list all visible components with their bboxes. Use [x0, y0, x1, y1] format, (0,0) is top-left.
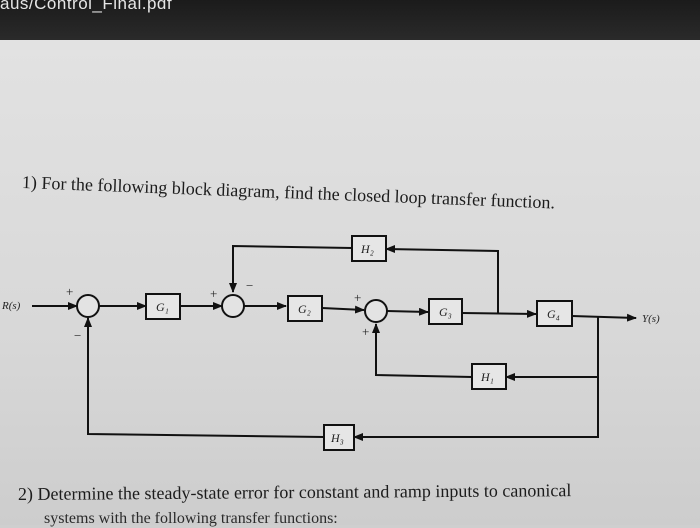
h3-feedback-out — [353, 377, 599, 441]
pdf-title-bar: aus/Control_Final.pdf — [0, 0, 700, 40]
g4-label: G₄ — [547, 307, 560, 321]
g2-to-s3-line — [321, 305, 365, 314]
input-label: R(s) — [1, 300, 21, 312]
question-2-continuation: systems with the following transfer func… — [44, 510, 338, 527]
block-g4 — [536, 300, 573, 327]
g2-label: G₂ — [298, 302, 311, 316]
s3-bottom-sign: + — [362, 324, 369, 339]
h2-feedback-out — [385, 248, 499, 314]
g3-label: G₃ — [439, 305, 452, 319]
block-h2 — [351, 235, 387, 262]
s3-to-g3-line — [386, 307, 429, 316]
block-h1 — [471, 363, 507, 390]
s2-right-sign: − — [246, 278, 253, 293]
block-g2 — [287, 295, 323, 322]
h1-label: H₁ — [480, 370, 494, 384]
summing-junction-2 — [221, 294, 245, 318]
h3-feedback-in — [84, 317, 325, 438]
summing-junction-1 — [76, 294, 100, 318]
h2-label: H₂ — [360, 242, 374, 256]
g1-label: G₁ — [156, 300, 169, 314]
s1-bottom-sign: − — [74, 328, 81, 343]
block-g1 — [145, 293, 181, 320]
file-title: aus/Control_Final.pdf — [0, 0, 173, 13]
question-2: 2) Determine the steady-state error for … — [17, 480, 572, 504]
s3-top-sign: + — [354, 290, 361, 305]
block-h3 — [323, 424, 355, 451]
h2-feedback-in — [229, 244, 353, 293]
output-line — [571, 313, 637, 322]
h3-label: H₃ — [330, 431, 344, 445]
s2-top-sign: + — [210, 286, 217, 301]
h1-feedback-in — [372, 323, 473, 378]
block-g3 — [428, 298, 463, 325]
output-label: Y(s) — [642, 313, 660, 325]
s1-top-sign: + — [66, 284, 73, 299]
summing-junction-3 — [364, 299, 388, 323]
